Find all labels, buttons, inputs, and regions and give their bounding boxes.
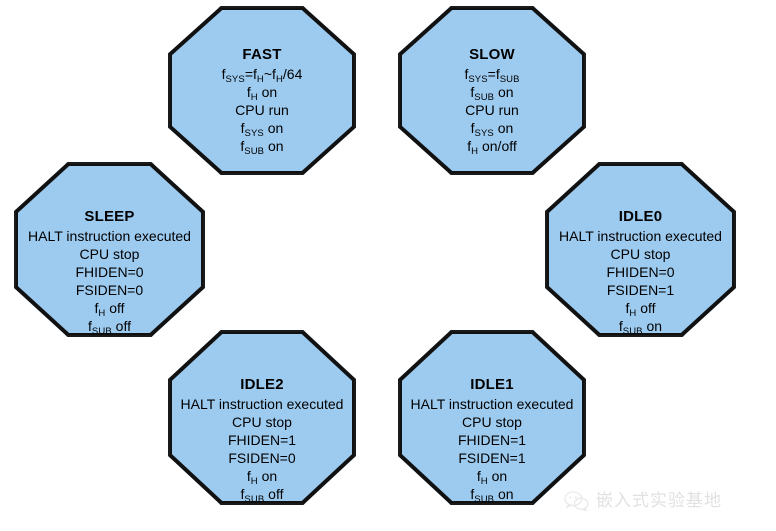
state-node-line: fH on/off (467, 138, 517, 157)
state-node-line: fH on (246, 84, 278, 103)
state-node-title: SLEEP (84, 208, 135, 225)
wechat-icon (564, 491, 589, 512)
state-node-line: fSYS=fSUB (464, 66, 520, 85)
state-node-title: IDLE1 (470, 376, 514, 393)
state-node-line: fSUB on (470, 84, 514, 103)
state-node-title: FAST (242, 46, 282, 63)
state-node-line: fSYS on (240, 120, 284, 139)
state-node-line: FSIDEN=1 (606, 282, 675, 298)
state-node-line: fSYS=fH~fH/64 (221, 66, 303, 85)
state-node-line: HALT instruction executed (28, 228, 191, 244)
state-node-line: CPU stop (462, 414, 522, 430)
state-node-line: CPU stop (610, 246, 671, 262)
state-node-line: fSUB off (240, 486, 284, 505)
state-node-title: IDLE2 (240, 376, 284, 393)
state-node-title: SLOW (469, 46, 515, 63)
state-node-line: fH off (94, 300, 125, 319)
state-node-line: FSIDEN=0 (228, 450, 296, 466)
state-node-line: fH on (476, 468, 508, 487)
state-node-line: fSYS on (470, 120, 514, 139)
state-node-line: FHIDEN=0 (75, 264, 144, 280)
state-node-line: HALT instruction executed (559, 228, 722, 244)
state-node-line: fSUB on (470, 486, 514, 505)
state-node-title: IDLE0 (618, 208, 663, 225)
state-node-line: FSIDEN=1 (458, 450, 526, 466)
state-node-line: CPU run (235, 102, 289, 118)
state-node-line: CPU run (465, 102, 519, 118)
state-node-line: FHIDEN=0 (606, 264, 675, 280)
state-node-line: HALT instruction executed (180, 396, 344, 412)
state-node-line: fSUB on (240, 138, 284, 157)
state-node-line: FHIDEN=1 (457, 432, 527, 448)
state-node-line: FSIDEN=0 (75, 282, 144, 298)
state-node-line: fH on (246, 468, 278, 487)
state-node-line: fSUB on (618, 318, 663, 337)
state-node-line: HALT instruction executed (410, 396, 574, 412)
state-node-line: fH off (625, 300, 656, 319)
watermark-text: 嵌入式实验基地 (596, 491, 722, 511)
state-node-line: FHIDEN=1 (227, 432, 297, 448)
state-node-line: CPU stop (79, 246, 140, 262)
state-node-line: fSUB off (88, 318, 131, 337)
state-node-line: CPU stop (232, 414, 292, 430)
watermark: 嵌入式实验基地 (563, 490, 722, 512)
